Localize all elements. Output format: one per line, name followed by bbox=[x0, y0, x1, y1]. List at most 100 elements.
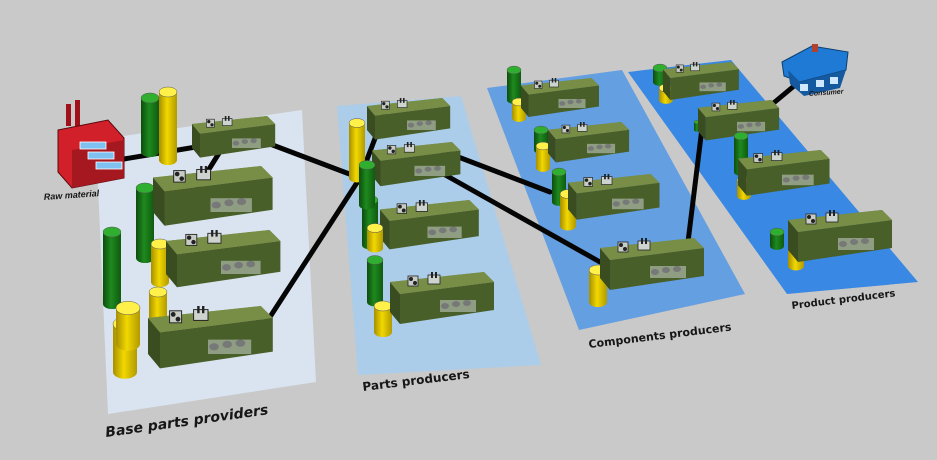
silo-body bbox=[359, 165, 375, 205]
building-screen bbox=[193, 309, 209, 321]
building-panel bbox=[583, 177, 593, 187]
building-vent-plate bbox=[558, 99, 586, 108]
building-bar bbox=[829, 210, 831, 216]
raw-materials-label: Raw material bbox=[43, 188, 100, 202]
building-screen bbox=[825, 212, 839, 223]
silo-top bbox=[158, 86, 178, 98]
house-window bbox=[830, 77, 838, 84]
house-icon bbox=[781, 44, 849, 96]
building-knob bbox=[715, 107, 720, 111]
building-icon bbox=[390, 272, 494, 324]
building-bar bbox=[551, 78, 554, 83]
silo-icon bbox=[158, 86, 178, 166]
building-knob bbox=[382, 102, 386, 106]
building-top bbox=[367, 98, 451, 116]
building-knob bbox=[679, 68, 683, 72]
building-side bbox=[568, 182, 577, 220]
building-knob bbox=[712, 103, 716, 108]
building-screen bbox=[415, 202, 428, 212]
silo-icon bbox=[150, 238, 170, 288]
building-screen bbox=[690, 63, 700, 72]
building-bar bbox=[579, 122, 582, 127]
building-screen bbox=[427, 274, 441, 285]
building-icon bbox=[788, 210, 892, 262]
silo-icon bbox=[115, 301, 141, 351]
building-bar bbox=[641, 238, 643, 244]
building-side bbox=[548, 129, 556, 163]
building-top bbox=[390, 272, 494, 294]
house-chimney bbox=[812, 44, 818, 52]
building-icon bbox=[166, 230, 281, 288]
building-panel bbox=[753, 153, 763, 163]
building-vent-plate bbox=[414, 165, 446, 176]
silo-icon bbox=[366, 223, 384, 253]
building-knob bbox=[175, 316, 181, 322]
building-knob bbox=[623, 247, 627, 251]
building-bar bbox=[777, 150, 780, 156]
building-bar bbox=[583, 122, 585, 127]
house-window bbox=[800, 84, 808, 91]
building-panel bbox=[711, 102, 721, 112]
factory-window bbox=[95, 161, 123, 170]
building-knob bbox=[409, 277, 413, 281]
building-icon bbox=[568, 174, 660, 220]
building-knob bbox=[565, 129, 570, 133]
building-side bbox=[192, 124, 200, 158]
building-knob bbox=[170, 312, 176, 317]
building-side bbox=[698, 107, 706, 141]
building-bar bbox=[607, 174, 610, 180]
silo-base bbox=[367, 243, 383, 253]
building-bar bbox=[200, 166, 203, 173]
building-bar bbox=[399, 98, 402, 103]
building-top bbox=[380, 200, 479, 221]
building-icon bbox=[192, 116, 276, 158]
building-panel bbox=[617, 241, 629, 253]
factory-chimney bbox=[66, 104, 71, 126]
building-panel bbox=[185, 233, 198, 246]
building-icon bbox=[367, 98, 451, 140]
building-top bbox=[153, 166, 273, 192]
building-top bbox=[372, 142, 461, 161]
link-line bbox=[437, 169, 603, 265]
building-top bbox=[738, 150, 830, 170]
silo-top bbox=[102, 226, 122, 238]
silo-body bbox=[159, 92, 177, 160]
building-screen bbox=[637, 240, 651, 251]
building-bar bbox=[406, 142, 409, 148]
factory-chimney bbox=[75, 100, 80, 126]
consumer-label: Consumer bbox=[809, 89, 845, 98]
building-bar bbox=[197, 306, 200, 314]
building-bar bbox=[403, 98, 405, 103]
building-knob bbox=[562, 125, 566, 130]
building-vent-plate bbox=[782, 174, 814, 186]
building-bar bbox=[410, 142, 412, 148]
silo-icon bbox=[535, 141, 551, 172]
building-knob bbox=[619, 243, 623, 247]
building-knob bbox=[754, 154, 759, 158]
silo-body bbox=[136, 188, 154, 258]
building-top bbox=[192, 116, 276, 134]
building-knob bbox=[401, 208, 406, 213]
silo-base bbox=[770, 242, 784, 250]
silo-base bbox=[560, 221, 576, 231]
building-icon bbox=[380, 200, 479, 250]
building-bar bbox=[418, 200, 421, 206]
silo-base bbox=[788, 261, 804, 271]
producers bbox=[102, 62, 892, 379]
building-top bbox=[788, 210, 892, 232]
building-vent-plate bbox=[208, 339, 252, 354]
silo-body bbox=[103, 232, 121, 304]
silo-base bbox=[141, 146, 159, 158]
components-producers-label: Components producers bbox=[588, 320, 733, 350]
building-vent-plate bbox=[210, 198, 252, 212]
building-panel bbox=[675, 64, 684, 73]
silo-top bbox=[733, 131, 749, 141]
building-screen bbox=[577, 124, 588, 132]
silo-top bbox=[533, 125, 549, 135]
building-side bbox=[788, 220, 798, 262]
silo-base bbox=[113, 365, 137, 379]
building-panel bbox=[561, 124, 571, 134]
silo-top bbox=[115, 301, 141, 315]
building-knob bbox=[584, 178, 589, 182]
building-panel bbox=[396, 203, 407, 214]
